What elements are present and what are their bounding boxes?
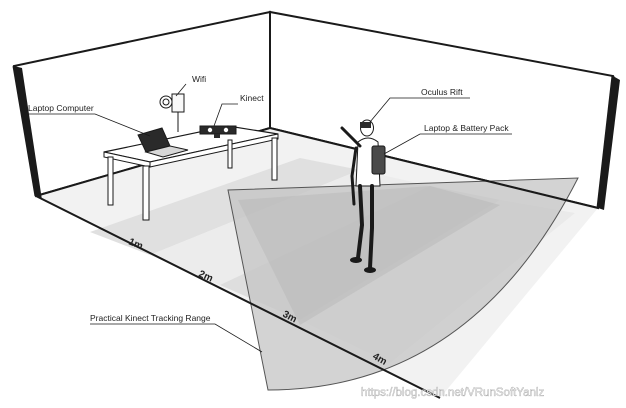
floor-band-1 [90,158,360,255]
wall-corner-right [596,75,615,209]
label-laptop-battery-pack: Laptop & Battery Pack [424,123,509,133]
label-laptop-computer: Laptop Computer [28,103,94,113]
battery-callout-line [383,133,512,155]
watermark-text: https://blog.csdn.net/VRunSoftYanlz [361,387,545,399]
wifi-router [171,93,185,113]
label-tracking-range: Practical Kinect Tracking Range [90,313,211,323]
backpack [371,145,386,175]
wall-corner-left [12,65,38,197]
label-kinect: Kinect [240,93,264,103]
label-wifi: Wifi [192,74,206,84]
raised-arm [340,126,362,148]
laptop-callout-line [28,113,151,137]
table-side-edge [149,133,279,168]
floor-front-edge [35,195,441,399]
table-leg-front-left [107,156,114,206]
label-oculus-rift: Oculus Rift [421,87,463,97]
distance-marker-2m: 2m [197,269,215,285]
oculus-rift-headset [360,122,371,128]
person-figure [340,119,386,273]
wifi-signal-icon [159,95,173,109]
tracking-callout-line [90,323,263,353]
wall-thickness-right [598,76,620,210]
table-leg-back-left [227,139,233,169]
oculus-callout-line [369,97,470,123]
floor-edge [35,126,599,209]
kinect-stand [214,134,220,138]
kinect-sensor [199,125,237,135]
wifi-callout-line [175,83,187,97]
table-leg-front-right [142,165,150,221]
kinect-callout-line [213,103,238,127]
tracking-range-sector [227,177,579,391]
laptop-base [144,145,189,158]
table-leg-back-right [271,137,278,181]
distance-marker-1m: 1m [127,237,145,253]
